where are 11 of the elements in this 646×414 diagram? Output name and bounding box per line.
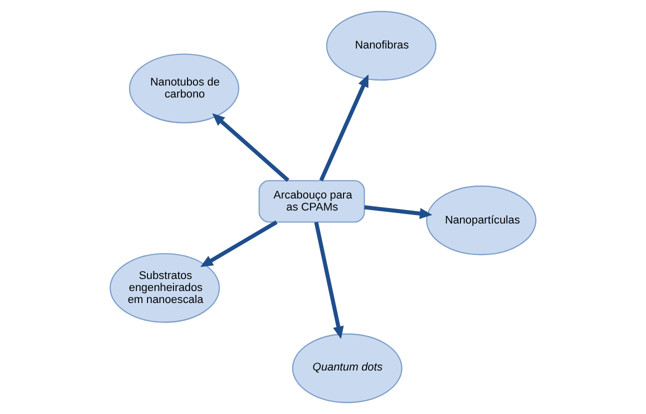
arrow: [314, 222, 344, 340]
arrow: [212, 113, 290, 182]
arrow: [319, 74, 368, 182]
arrow: [364, 205, 432, 219]
node-box: Arcabouço para as CPAMs: [258, 180, 365, 223]
node-ellipse: Substratos engenheirados em nanoescala: [110, 253, 220, 323]
node-ellipse: Nanofibras: [326, 10, 436, 81]
node-ellipse: Nanopartículas: [426, 186, 536, 256]
node-ellipse: Nanotubos de carbono: [128, 54, 240, 124]
node-ellipse: Quantum dots: [292, 333, 402, 404]
arrow: [200, 220, 278, 268]
